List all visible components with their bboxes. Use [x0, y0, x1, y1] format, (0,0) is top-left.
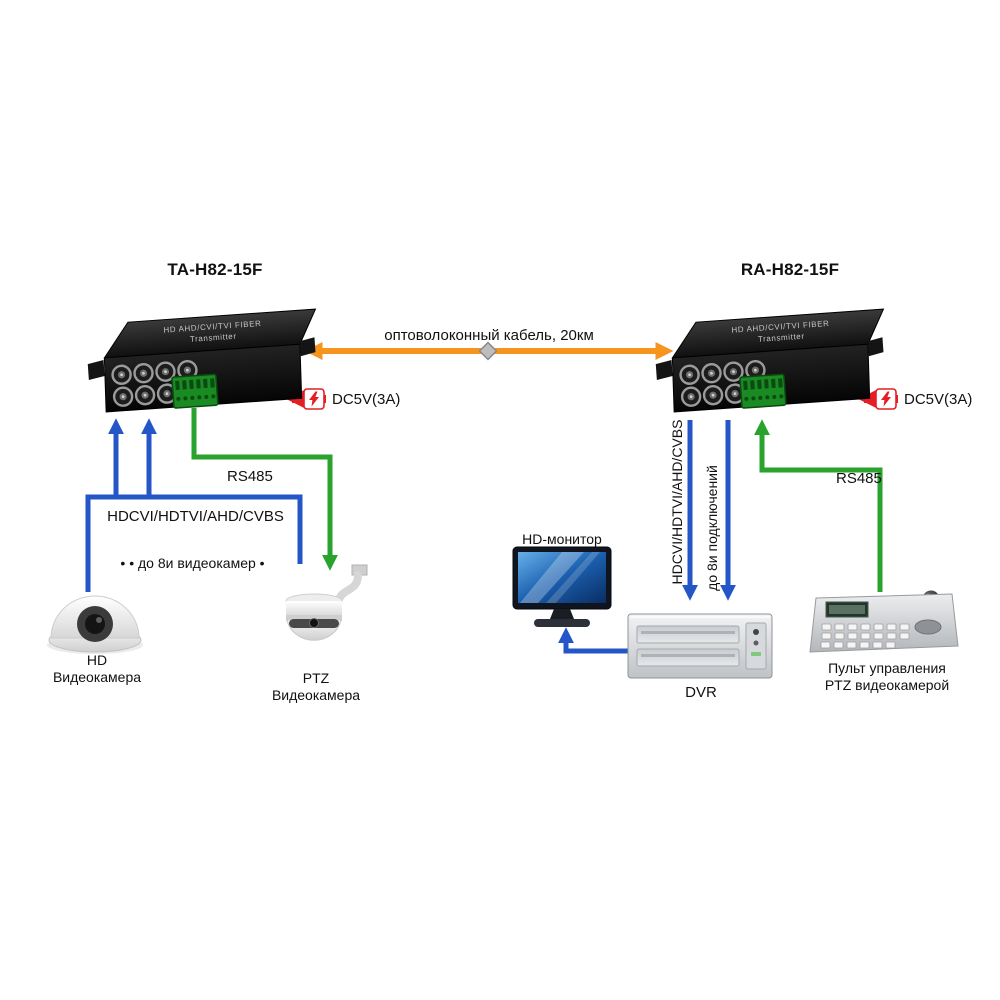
cameras-count-note: • • до 8и видеокамер •: [120, 555, 265, 571]
hd-camera-label-line2: Видеокамера: [52, 668, 142, 685]
keyboard-buttons: [820, 623, 910, 649]
dvr-led: [751, 652, 761, 656]
rs485-label-left: RS485: [227, 468, 273, 485]
connections-count-note: до 8и подключений: [704, 465, 720, 591]
monitor-base: [534, 619, 590, 627]
right-device: HD AHD/CVI/TVI FIBER Transmitter: [651, 307, 891, 416]
dvr-control-panel: [745, 622, 767, 670]
video-standards-label-left: HDCVI/HDTVI/AHD/CVBS: [107, 508, 284, 525]
right-device-print-2: Transmitter: [758, 332, 805, 344]
ptz-camera-label-line2: Видеокамера: [271, 686, 361, 703]
dvr-unit: [627, 613, 773, 679]
monitor-label: HD-монитор: [522, 531, 602, 547]
power-label-left: DC5V(3A): [332, 391, 401, 408]
hd-camera-label: HD Видеокамера: [35, 652, 159, 685]
joystick-base: [914, 619, 942, 635]
rs485-right-line: [753, 419, 883, 592]
video-bus-left-line: [85, 494, 303, 592]
rs485-label-right: RS485: [836, 470, 882, 487]
dvr-label: DVR: [685, 684, 717, 701]
ptz-camera-label-line1: PTZ: [302, 670, 330, 686]
keyboard-label-line2: PTZ видеокамерой: [824, 676, 950, 693]
monitor-arrow: [557, 627, 628, 654]
hd-camera-label-line1: HD: [86, 652, 108, 668]
right-device-title: RA-H82-15F: [740, 260, 840, 279]
rs485-left-line: [191, 408, 339, 571]
power-bolt-icon-left: [303, 388, 325, 410]
hd-monitor: [512, 546, 612, 627]
ptz-lens: [309, 618, 319, 628]
ptz-camera-label: PTZ Видеокамера: [254, 670, 378, 703]
dvr-bay-2: [636, 648, 740, 667]
keyboard-label-line1: Пульт управления: [828, 660, 946, 676]
keyboard-label: Пульт управления PTZ видеокамерой: [806, 660, 968, 693]
fiber-connector-icon: [478, 341, 498, 361]
ptz-bracket-arm: [335, 571, 362, 603]
power-bolt-icon-right: [875, 388, 897, 410]
ptz-camera: [285, 564, 368, 641]
fiber-cable-label: оптоволоконный кабель, 20км: [384, 327, 594, 344]
power-label-right: DC5V(3A): [904, 391, 973, 408]
monitor-screen: [518, 552, 606, 603]
ptz-keyboard: [809, 590, 959, 653]
hd-dome-camera: [47, 595, 143, 654]
monitor-stand: [550, 609, 574, 619]
left-device-title: TA-H82-15F: [167, 260, 263, 279]
dvr-bay-1: [636, 625, 740, 644]
keyboard-lcd: [825, 601, 869, 618]
video-standards-label-right: HDCVI/HDTVI/AHD/CVBS: [669, 419, 685, 585]
camera-lens: [85, 614, 105, 634]
left-device: HD AHD/CVI/TVI FIBER Transmitter: [83, 307, 323, 416]
left-device-print-2: Transmitter: [190, 332, 237, 344]
dvr-power-button: [753, 629, 759, 635]
